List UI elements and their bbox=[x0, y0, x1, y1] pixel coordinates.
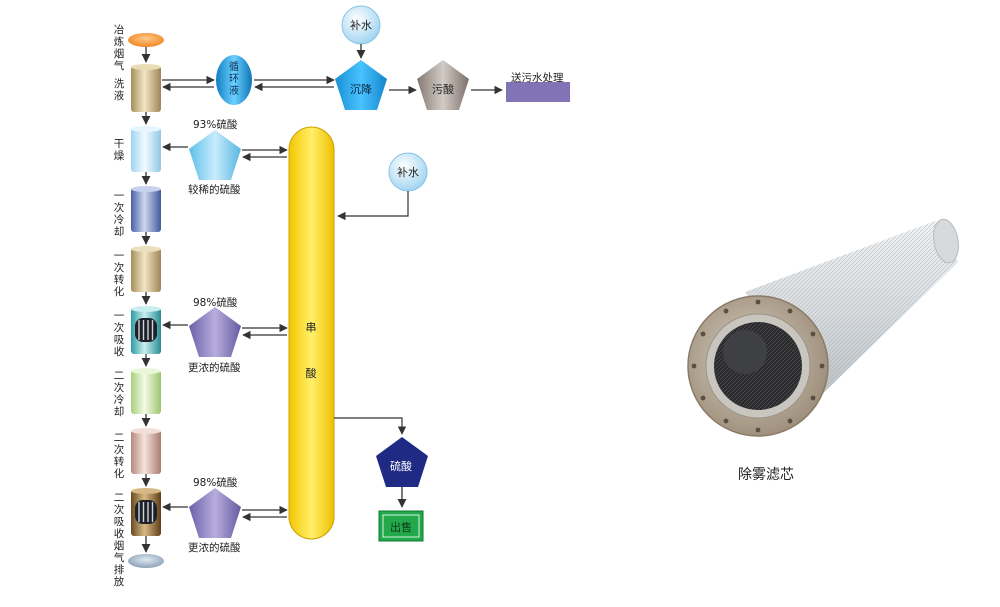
step-label-start: 冶炼烟气 bbox=[113, 24, 125, 72]
conc-acid-b-label: 更浓的硫酸 bbox=[188, 542, 241, 554]
abs1-column bbox=[131, 306, 161, 354]
step-label-conv1: 一次转化 bbox=[113, 250, 125, 298]
step-label-abs2: 二次吸收 bbox=[113, 492, 125, 540]
acid-98-b-label: 98%硫酸 bbox=[193, 477, 238, 489]
process-train bbox=[128, 33, 164, 568]
settling-label: 沉降 bbox=[350, 83, 372, 96]
sulfuric-acid-label: 硫酸 bbox=[390, 460, 412, 473]
sell-box bbox=[378, 510, 424, 542]
acid-93-pentagon bbox=[189, 130, 241, 180]
step-label-cool2: 二次冷却 bbox=[113, 370, 125, 418]
step-label-end: 烟气排放 bbox=[113, 540, 125, 588]
abs2-acid-feed bbox=[162, 488, 288, 538]
acid-98-a-label: 98%硫酸 bbox=[193, 297, 238, 309]
acid-98-b-pentagon bbox=[189, 488, 241, 538]
sulfuric-acid-pentagon bbox=[376, 437, 428, 487]
step-label-wash: 洗液 bbox=[113, 78, 125, 102]
sell-label: 出售 bbox=[390, 521, 412, 534]
wash-column bbox=[131, 64, 161, 112]
photo-caption: 除雾滤芯 bbox=[738, 467, 794, 483]
cool1-column bbox=[131, 186, 161, 232]
step-label-cool1: 一次冷却 bbox=[113, 190, 125, 238]
circulating-liquid-node bbox=[216, 55, 252, 105]
acid-93-label: 93%硫酸 bbox=[193, 119, 238, 131]
circulating-liquid-label: 循环液 bbox=[229, 62, 239, 97]
abs1-acid-feed bbox=[162, 307, 288, 357]
waste-acid-label: 污酸 bbox=[432, 83, 454, 96]
step-label-dry: 干燥 bbox=[113, 138, 125, 162]
cross-acid-label: 串酸 bbox=[305, 321, 317, 380]
makeup-water-top-label: 补水 bbox=[350, 19, 372, 32]
acid-98-a-pentagon bbox=[189, 307, 241, 357]
demister-filter-illustration bbox=[687, 218, 959, 437]
waste-acid-node bbox=[417, 60, 469, 110]
to-sewage-box bbox=[506, 82, 570, 102]
wash-loop bbox=[162, 5, 570, 110]
to-sewage-label: 送污水处理 bbox=[511, 72, 564, 84]
dry-acid-feed bbox=[162, 130, 288, 180]
conv1-column bbox=[131, 246, 161, 292]
dilute-acid-label: 较稀的硫酸 bbox=[188, 184, 241, 196]
makeup-water-mid-label: 补水 bbox=[397, 166, 419, 179]
cross-acid-column bbox=[288, 126, 335, 540]
settling-node bbox=[335, 60, 387, 110]
conv2-column bbox=[131, 428, 161, 474]
step-label-abs1: 一次吸收 bbox=[113, 310, 125, 358]
abs2-column bbox=[131, 488, 161, 536]
flue-gas-source bbox=[128, 33, 164, 47]
cool2-column bbox=[131, 368, 161, 414]
conc-acid-a-label: 更浓的硫酸 bbox=[188, 362, 241, 374]
dry-column bbox=[131, 126, 161, 172]
step-label-conv2: 二次转化 bbox=[113, 432, 125, 480]
exhaust-outlet bbox=[128, 554, 164, 568]
